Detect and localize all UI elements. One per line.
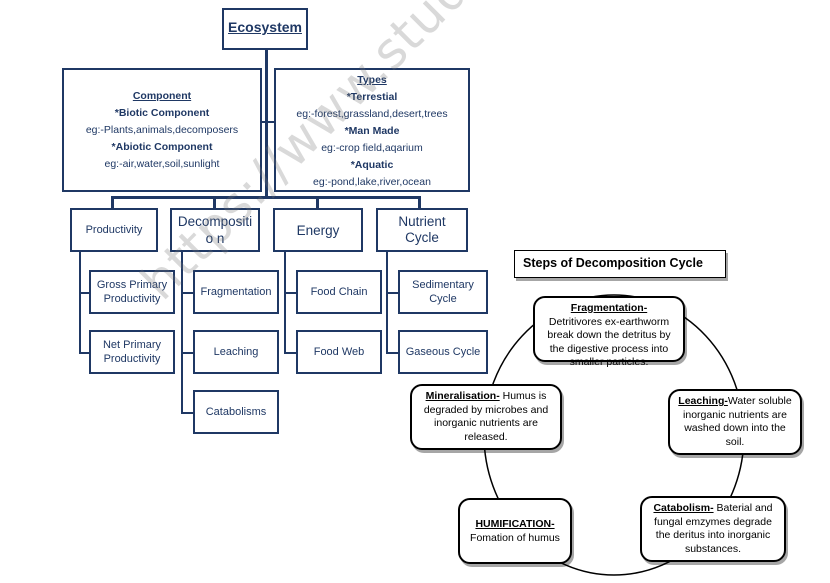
connector [111,196,419,199]
component-heading: Component [132,90,192,102]
connector [316,196,319,208]
connector [386,352,398,354]
abiotic-title: *Abiotic Component [111,141,213,153]
types-box: Types *Terrestial eg:-forest,grassland,d… [274,68,470,192]
terrestial-title: *Terrestial [346,91,398,103]
net-primary-box: Net Primary Productivity [89,330,175,374]
step-fragmentation-title: Fragmentation- [570,302,648,314]
fragmentation-box: Fragmentation [193,270,279,314]
food-chain-box: Food Chain [296,270,382,314]
gaseous-box: Gaseous Cycle [398,330,488,374]
biotic-title: *Biotic Component [114,107,210,119]
connector [181,352,193,354]
nutrient-cycle-label: Nutrient Cycle [398,214,446,245]
manmade-example: eg:-crop field,aqarium [321,142,423,154]
connector [181,292,193,294]
food-chain-label: Food Chain [310,286,368,298]
connector [79,292,89,294]
decomposition-box: Decompositio n [170,208,260,252]
energy-box: Energy [273,208,363,252]
nutrient-cycle-box: Nutrient Cycle [376,208,468,252]
connector [284,252,286,354]
step-humification-title: HUMIFICATION- [475,518,555,530]
connector [79,252,81,354]
step-catabolism-text: Baterial and fungal emzymes degrade the … [654,502,773,555]
step-fragmentation: Fragmentation- Detritivores ex-earthworm… [533,296,685,368]
types-heading: Types [357,74,387,86]
connector [265,50,268,68]
connector [284,292,296,294]
step-leaching-title: Leaching- [678,395,728,407]
sedimentary-box: Sedimentary Cycle [398,270,488,314]
decomposition-label: Decompositio n [177,214,253,246]
connector [418,196,421,208]
ecosystem-label: Ecosystem [228,19,302,35]
connector [265,68,268,196]
leaching-label: Leaching [213,346,259,358]
manmade-title: *Man Made [344,125,400,137]
steps-title: Steps of Decomposition Cycle [514,250,726,278]
connector [386,252,388,354]
connector [181,412,193,414]
energy-label: Energy [296,222,340,238]
gross-primary-box: Gross Primary Productivity [89,270,175,314]
connector [79,352,89,354]
connector [213,196,216,208]
step-leaching-text: Water soluble inorganic nutrients are wa… [683,395,792,448]
sedimentary-label: Sedimentary Cycle [412,279,474,305]
fragmentation-label: Fragmentation [200,286,272,298]
gross-primary-label: Gross Primary Productivity [96,279,168,305]
step-mineralisation: Mineralisation- Humus is degraded by mic… [410,384,562,450]
gaseous-label: Gaseous Cycle [405,346,481,358]
connector [111,196,114,208]
ecosystem-root-box: Ecosystem [222,8,308,50]
abiotic-example: eg:-air,water,soil,sunlight [104,158,220,170]
connector [386,292,398,294]
step-catabolism-title: Catabolism- [653,502,714,514]
food-web-label: Food Web [313,346,365,358]
step-mineralisation-text: Humus is degraded by microbes and inorga… [423,390,549,443]
step-humification: HUMIFICATION- Fomation of humus [458,498,572,564]
aquatic-example: eg:-pond,lake,river,ocean [313,176,431,188]
connector [257,121,276,123]
aquatic-title: *Aquatic [350,159,394,171]
component-box: Component *Biotic Component eg:-Plants,a… [62,68,262,192]
productivity-label: Productivity [85,224,143,236]
productivity-box: Productivity [70,208,158,252]
step-catabolism: Catabolism- Baterial and fungal emzymes … [640,496,786,562]
leaching-box: Leaching [193,330,279,374]
connector [284,352,296,354]
connector [181,252,183,414]
step-mineralisation-title: Mineralisation- [425,390,500,402]
step-fragmentation-text: Detritivores ex-earthworm break down the… [547,315,671,369]
catabolisms-box: Catabolisms [193,390,279,434]
step-humification-text: Fomation of humus [470,531,560,544]
step-leaching: Leaching-Water soluble inorganic nutrien… [668,389,802,455]
net-primary-label: Net Primary Productivity [102,339,162,365]
biotic-example: eg:-Plants,animals,decomposers [85,124,239,136]
catabolisms-label: Catabolisms [205,406,267,418]
terrestial-example: eg:-forest,grassland,desert,trees [296,108,448,120]
food-web-box: Food Web [296,330,382,374]
